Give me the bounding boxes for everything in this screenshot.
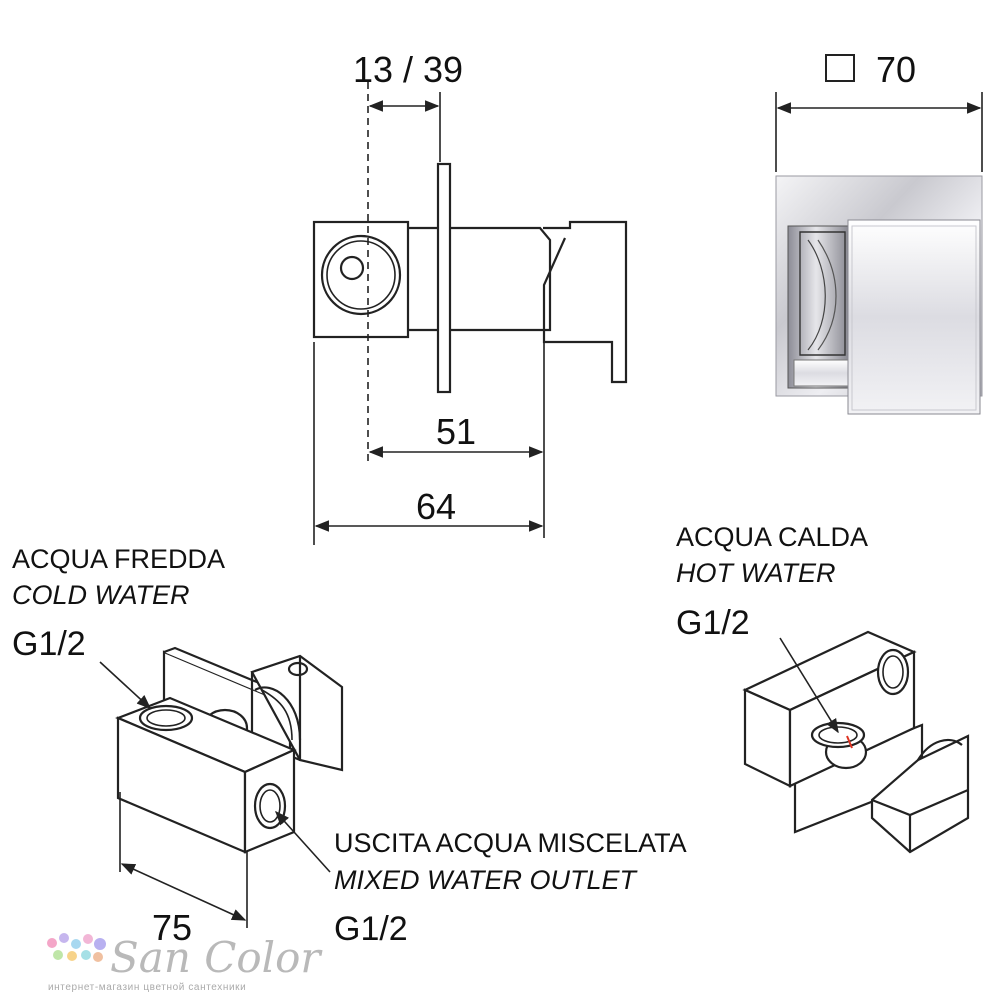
dim-51-label: 51 xyxy=(436,411,476,452)
mixed-outlet-it-label: USCITA ACQUA MISCELATA xyxy=(334,828,687,858)
cold-leader xyxy=(99,661,152,709)
cold-water-it-label: ACQUA FREDDA xyxy=(12,544,225,574)
hot-water-it-label: ACQUA CALDA xyxy=(676,522,868,552)
hot-thread-label: G1/2 xyxy=(676,604,750,642)
inlet-circle xyxy=(320,234,402,316)
mixed-thread-label: G1/2 xyxy=(334,910,408,948)
color-dots-logo xyxy=(47,933,106,962)
spindle-housing xyxy=(450,226,552,332)
dim-64-label: 64 xyxy=(416,486,456,527)
square-symbol-icon xyxy=(825,54,855,82)
mixed-leader xyxy=(275,810,331,873)
brand-tagline: интернет-магазин цветной сантехники xyxy=(48,982,246,993)
side-view: 13 / 39 51 64 xyxy=(312,49,628,545)
cold-thread-label: G1/2 xyxy=(12,625,86,663)
dim-75-label: 75 xyxy=(152,907,192,948)
iso-right: ACQUA CALDA HOT WATER G1/2 xyxy=(676,522,970,854)
handle-block xyxy=(847,219,981,415)
dim-13-39-label: 13 / 39 xyxy=(353,49,463,90)
hot-water-en-label: HOT WATER xyxy=(676,558,836,588)
dim-70-label: 70 xyxy=(876,49,916,90)
handle-profile xyxy=(542,220,628,384)
wall-plate xyxy=(436,162,452,394)
mixed-outlet-en-label: MIXED WATER OUTLET xyxy=(334,865,639,895)
iso-left: ACQUA FREDDA COLD WATER G1/2 75 USC xyxy=(12,544,687,948)
dim-75-arrow xyxy=(120,863,247,921)
valve-body-square xyxy=(312,220,410,339)
brand-name: San Color xyxy=(110,933,323,982)
front-view: 70 xyxy=(775,49,983,415)
hot-leader xyxy=(779,637,839,734)
cold-water-en-label: COLD WATER xyxy=(12,580,190,610)
watermark: San Color интернет-магазин цветной санте… xyxy=(47,933,323,993)
